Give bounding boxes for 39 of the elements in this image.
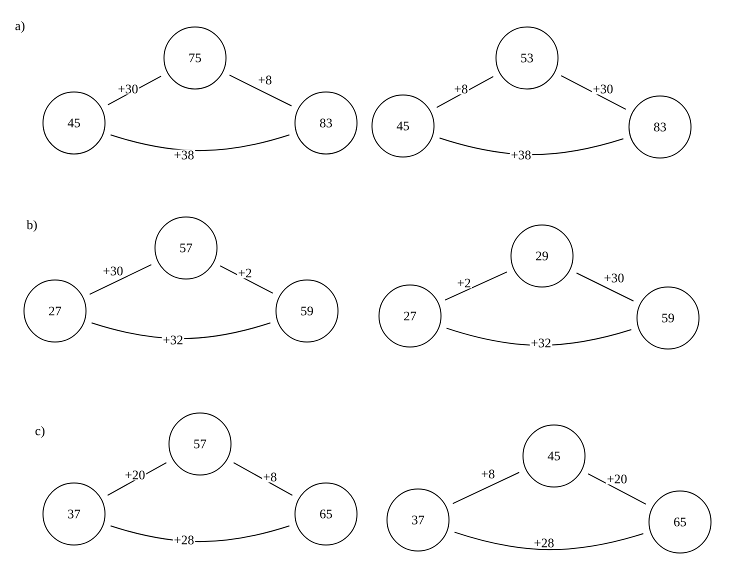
edge-label: +38 [510, 150, 532, 160]
edge-label: +38 [172, 150, 196, 160]
connector-line [107, 76, 162, 106]
edge-label: +28 [172, 534, 196, 546]
edge-label: +20 [606, 474, 628, 484]
connector-line [110, 134, 290, 152]
edge-label: +30 [102, 266, 124, 276]
edge-label: +8 [453, 84, 469, 94]
edge-label: +30 [116, 84, 140, 94]
part-label: b) [26, 220, 37, 232]
connector-line [439, 138, 624, 156]
edge-label: +30 [602, 272, 626, 284]
connector-line [576, 272, 634, 302]
connector-line [220, 265, 274, 294]
connector-line [91, 322, 271, 340]
edge-label: +30 [592, 84, 614, 94]
edge-label: +32 [162, 334, 184, 346]
connector-line [110, 525, 290, 542]
connector-line [107, 462, 167, 496]
edge-label: +2 [456, 278, 472, 288]
connector-line [444, 271, 508, 301]
part-label: a) [15, 21, 24, 33]
connector-line [588, 473, 646, 505]
connector-line [89, 264, 152, 295]
edge-label: +28 [532, 538, 556, 548]
connector-line [560, 75, 626, 110]
edge-label: +8 [257, 74, 273, 86]
connector-line [233, 462, 293, 496]
edge-label: +8 [480, 468, 496, 480]
edge-label: +2 [237, 268, 253, 278]
connector-line [436, 76, 494, 108]
connector-line [229, 74, 292, 106]
connector-line [452, 472, 520, 504]
edge-label: +8 [262, 472, 278, 482]
connector-line [446, 328, 632, 346]
edge-label: +32 [530, 338, 552, 348]
connector-line [454, 532, 644, 550]
part-label: c) [35, 426, 44, 438]
edge-label: +20 [124, 470, 146, 480]
